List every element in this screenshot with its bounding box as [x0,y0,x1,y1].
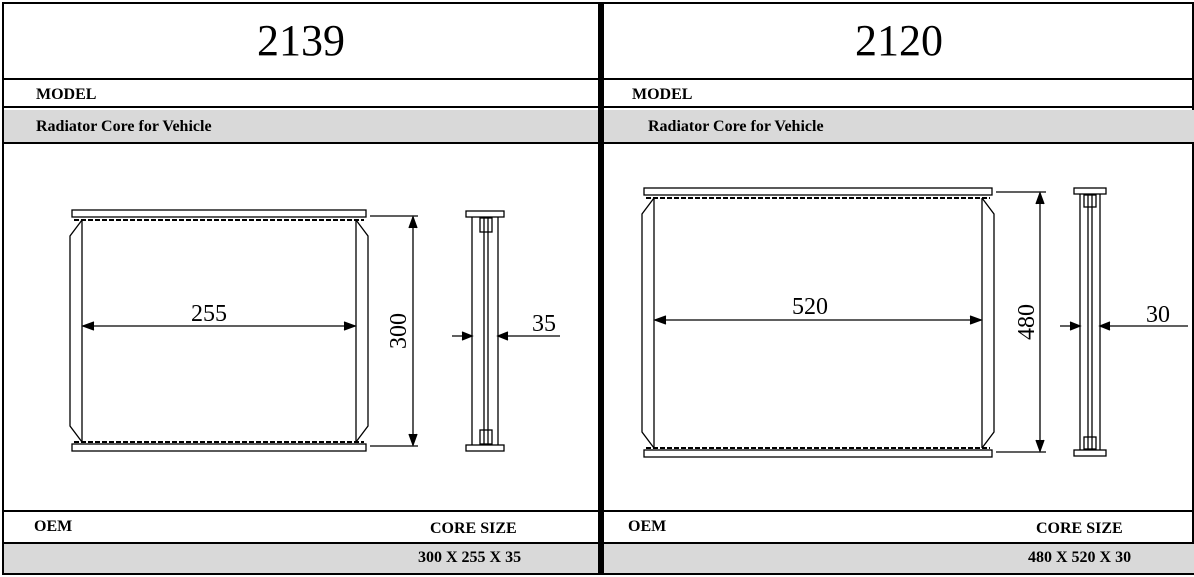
oem-label: OEM [34,518,73,535]
right-side-plate [355,219,369,443]
core-size-label: CORE SIZE [430,520,517,537]
radiator-drawing: 255 300 35 [4,146,598,510]
depth-dimension-label: 35 [532,311,556,337]
radiator-core-diagram: 255 300 35 [69,209,560,452]
core-size-row: 480 X 520 X 30 [604,542,1194,573]
product-description: Radiator Core for Vehicle [4,110,598,144]
model-label: MODEL [604,78,1194,108]
radiator-core-diagram: 520 480 30 [641,187,1188,458]
core-size-label: CORE SIZE [1036,520,1123,537]
width-dimension-label: 255 [191,301,227,327]
oem-row: OEM CORE SIZE [604,510,1194,542]
oem-row: OEM CORE SIZE [4,510,598,542]
panel-divider [598,2,604,575]
depth-dimension-label: 30 [1146,302,1170,328]
product-description: Radiator Core for Vehicle [604,110,1194,144]
bottom-tank [71,443,367,452]
core-size-value: 480 X 520 X 30 [1028,549,1132,566]
oem-label: OEM [628,518,667,535]
product-panel-2120: 2120 MODEL Radiator Core for Vehicle [604,4,1194,573]
model-number: 2120 [855,15,943,65]
model-number: 2139 [257,15,345,65]
core-size-value: 300 X 255 X 35 [418,549,522,566]
product-panel-2139: 2139 MODEL Radiator Core for Vehicle [4,4,598,573]
core-size-row: 300 X 255 X 35 [4,542,598,573]
height-dimension-label: 480 [1014,304,1040,340]
top-tank [71,209,367,218]
model-label: MODEL [4,78,598,108]
left-side-plate [69,219,83,443]
width-dimension-label: 520 [792,294,828,320]
radiator-drawing: 520 480 30 [604,146,1194,510]
height-dimension-label: 300 [386,313,412,349]
